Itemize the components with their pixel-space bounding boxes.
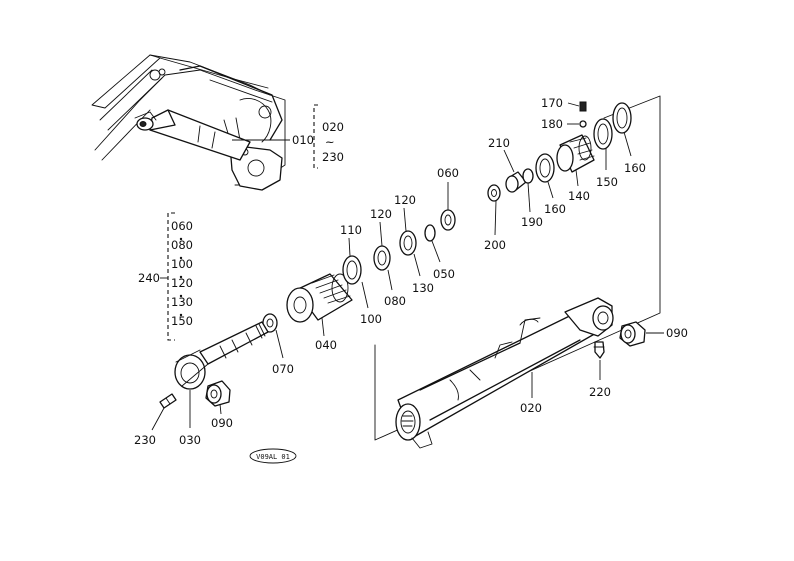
- callout-110: 110: [340, 223, 362, 237]
- drawing-code-badge: V09AL 01: [249, 448, 297, 464]
- leader-200: [494, 200, 497, 236]
- seal-kit-dot: [179, 294, 183, 298]
- callout-150: 150: [596, 175, 618, 189]
- part-120-ring-a: [373, 245, 391, 271]
- callout-080: 080: [384, 294, 406, 308]
- seal-kit-item: 100: [171, 257, 193, 271]
- part-110-ring: [342, 255, 362, 285]
- seal-kit-item: 130: [171, 295, 193, 309]
- bracket-010: [313, 104, 318, 169]
- callout-140: 140: [568, 189, 590, 203]
- bracket-240: [167, 212, 175, 341]
- leader-210: [503, 149, 515, 173]
- leader-120-b: [403, 207, 407, 232]
- callout-120-a: 120: [370, 207, 392, 221]
- callout-100: 100: [360, 312, 382, 326]
- drawing-code: V09AL 01: [256, 453, 290, 461]
- callout-070: 070: [272, 362, 294, 376]
- part-090-bushing-right: [619, 321, 646, 347]
- seal-kit-item: 080: [171, 238, 193, 252]
- leader-140: [575, 169, 579, 187]
- callout-020-top: 020: [322, 120, 344, 134]
- leader-080: [387, 269, 393, 291]
- part-140-piston: [556, 134, 595, 173]
- part-160-ring-mid: [535, 153, 555, 183]
- part-180-ball: [579, 120, 587, 128]
- seal-kit-dot: [179, 237, 183, 241]
- part-190-o-ring: [522, 168, 534, 184]
- callout-120-b: 120: [394, 193, 416, 207]
- seal-kit-dot: [179, 256, 183, 260]
- callout-240: 240: [138, 271, 160, 285]
- leader-100: [361, 281, 369, 309]
- callout-130: 130: [412, 281, 434, 295]
- part-150-ring: [593, 118, 613, 150]
- leader-230: [151, 407, 165, 431]
- part-160-ring-right: [612, 102, 632, 134]
- seal-kit-dot: [179, 275, 183, 279]
- leader-040: [321, 317, 325, 337]
- part-020-cylinder-tube: [395, 297, 614, 449]
- leader-070: [275, 329, 284, 359]
- leader-160-mid: [547, 181, 554, 199]
- callout-220: 220: [589, 385, 611, 399]
- part-060-nut: [440, 209, 456, 231]
- callout-230-top: 230: [322, 150, 344, 164]
- seal-kit-item: 150: [171, 314, 193, 328]
- callout-160-right: 160: [624, 161, 646, 175]
- seal-kit-item: 120: [171, 276, 193, 290]
- leader-120-a: [379, 221, 383, 247]
- leader-190: [527, 182, 531, 213]
- callout-090-left: 090: [211, 416, 233, 430]
- part-230-grease-fitting: [159, 393, 177, 409]
- callout-160-mid: 160: [544, 202, 566, 216]
- callout-020-tube: 020: [520, 401, 542, 415]
- part-070-nut: [262, 313, 278, 333]
- callout-200: 200: [484, 238, 506, 252]
- callout-170: 170: [541, 96, 563, 110]
- loader-arm-sketch: [91, 54, 286, 191]
- leader-050: [431, 240, 441, 263]
- part-040-gland: [286, 273, 353, 323]
- callout-190: 190: [521, 215, 543, 229]
- callout-050: 050: [433, 267, 455, 281]
- callout-030: 030: [179, 433, 201, 447]
- seal-kit-list: 060 080 100 120 130 150: [171, 219, 193, 328]
- leader-170: [567, 102, 580, 107]
- callout-180: 180: [541, 117, 563, 131]
- assembly-frame: [374, 95, 661, 441]
- leader-160-right: [623, 131, 632, 157]
- callout-210: 210: [488, 136, 510, 150]
- seal-kit-item: 060: [171, 219, 193, 233]
- part-220-grease-fitting: [593, 341, 605, 359]
- leader-130: [413, 253, 421, 277]
- callout-010: 010: [292, 133, 314, 147]
- part-170-screw: [579, 101, 587, 112]
- callout-060-a: 060: [437, 166, 459, 180]
- part-050-o-ring: [424, 224, 436, 242]
- callout-040: 040: [315, 338, 337, 352]
- callout-090-right: 090: [666, 326, 688, 340]
- leader-090-left: [219, 403, 222, 415]
- callout-230-bottom: 230: [134, 433, 156, 447]
- part-120-ring-b: [399, 230, 417, 256]
- part-030-piston-rod: [174, 321, 269, 390]
- part-090-bushing-left: [205, 380, 231, 407]
- range-tilde: ~: [325, 135, 335, 149]
- leader-110: [348, 237, 351, 257]
- seal-kit-dot: [179, 313, 183, 317]
- part-200-spacer: [487, 184, 501, 202]
